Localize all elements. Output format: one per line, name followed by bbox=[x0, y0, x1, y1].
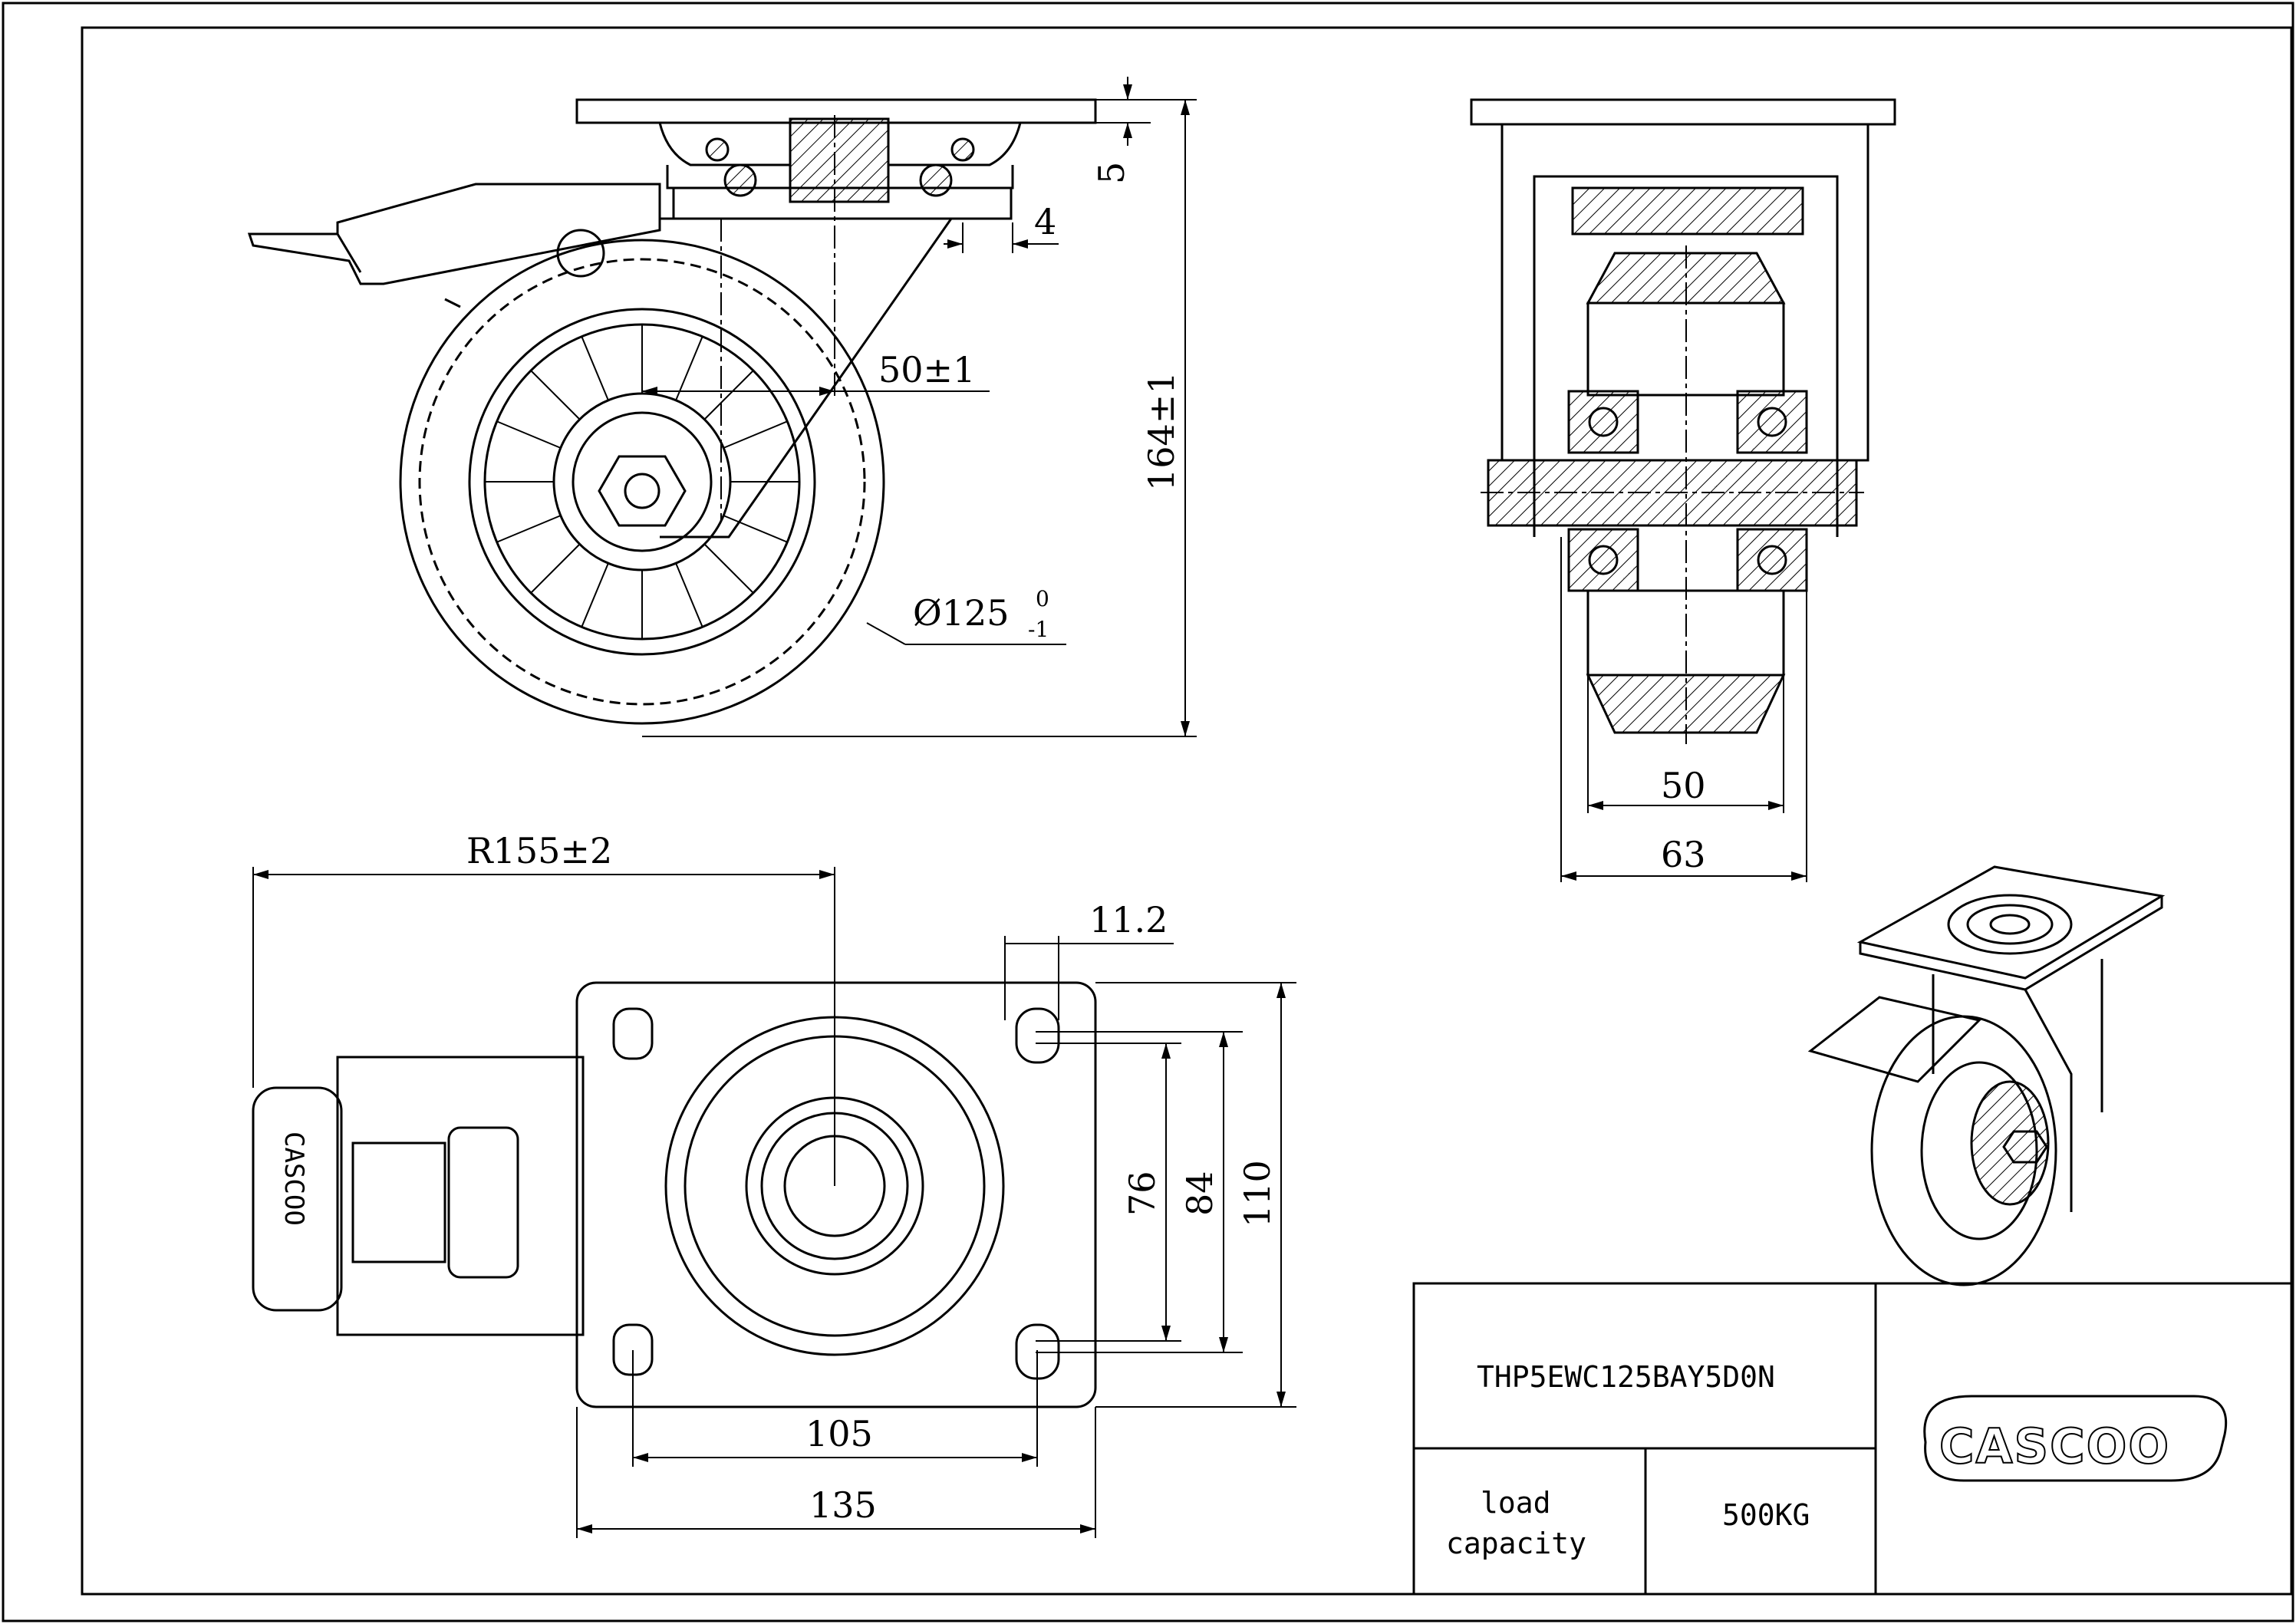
wheel-outer bbox=[399, 239, 885, 725]
load-capacity-label-line2: capacity bbox=[1446, 1527, 1586, 1560]
wheel-bearing bbox=[1736, 528, 1808, 592]
title-block bbox=[1412, 1282, 2293, 1596]
load-capacity-value: 500KG bbox=[1722, 1498, 1810, 1532]
load-capacity-label-line1: load bbox=[1481, 1486, 1551, 1520]
wheel-bearing bbox=[1567, 390, 1639, 454]
bearing-ball bbox=[705, 137, 730, 162]
dim-offset-gap: 4 bbox=[1034, 201, 1056, 242]
isometric-view bbox=[1807, 865, 2166, 1286]
wheel-bearing bbox=[1567, 528, 1639, 592]
company-logo: CASCOO bbox=[1923, 1395, 2228, 1482]
iso-top-plate bbox=[1856, 865, 2166, 980]
brake-pivot bbox=[556, 229, 605, 278]
axle-nut bbox=[598, 455, 687, 527]
dim-flange-thickness: 5 bbox=[1091, 162, 1132, 184]
side-view-dimensions bbox=[642, 77, 1197, 737]
front-view bbox=[1470, 98, 1896, 744]
brake-pedal bbox=[252, 1086, 343, 1312]
dim-swivel-radius: R155±2 bbox=[466, 830, 612, 871]
wheel-spokes bbox=[485, 324, 799, 639]
dim-tread-width: 50 bbox=[1661, 765, 1706, 806]
iso-axle-nut bbox=[2002, 1130, 2048, 1164]
inner-border bbox=[81, 26, 2293, 1596]
bearing-ball bbox=[950, 137, 975, 162]
dim-fork-width: 63 bbox=[1661, 834, 1706, 875]
dim-plate-height: 110 bbox=[1237, 1160, 1278, 1227]
dim-plate-width: 135 bbox=[809, 1484, 877, 1526]
side-view bbox=[247, 98, 1097, 725]
top-view-dimensions bbox=[252, 867, 1296, 1538]
company-logo-text: CASCOO bbox=[1939, 1418, 2170, 1474]
part-number: THP5EWC125BAY5D0N bbox=[1477, 1360, 1775, 1394]
dim-swivel-offset: 50±1 bbox=[878, 349, 975, 390]
wheel-rim bbox=[468, 308, 816, 656]
dim-wheel-diameter-tol-lower: -1 bbox=[1028, 617, 1049, 642]
bolt-slot bbox=[1015, 1007, 1060, 1064]
front-view-dimensions bbox=[1560, 537, 1807, 882]
dim-overall-height: 164±1 bbox=[1141, 371, 1182, 491]
dim-wheel-diameter: Ø125 bbox=[913, 592, 1010, 634]
dim-slot-width: 11.2 bbox=[1089, 899, 1168, 940]
dim-wheel-diameter-tol-upper: 0 bbox=[1036, 586, 1049, 611]
wheel-hub bbox=[552, 392, 732, 572]
dim-bolt-spacing-outer: 84 bbox=[1179, 1171, 1220, 1216]
dim-bolt-spacing-width: 105 bbox=[805, 1413, 873, 1454]
brake-lever bbox=[247, 183, 661, 285]
dim-bolt-spacing-inner: 76 bbox=[1122, 1171, 1163, 1216]
wheel-bearing bbox=[1736, 390, 1808, 454]
kingpin-section bbox=[789, 117, 890, 203]
bolt-slot bbox=[612, 1007, 654, 1060]
iso-brake bbox=[1807, 996, 1981, 1083]
top-view bbox=[252, 867, 1097, 1408]
iso-wheel bbox=[1870, 1015, 2057, 1286]
top-plate bbox=[575, 981, 1097, 1408]
bearing-ball bbox=[723, 163, 757, 197]
bearing-ball bbox=[919, 163, 953, 197]
brake-logo-text: CASCOO bbox=[278, 1132, 309, 1226]
